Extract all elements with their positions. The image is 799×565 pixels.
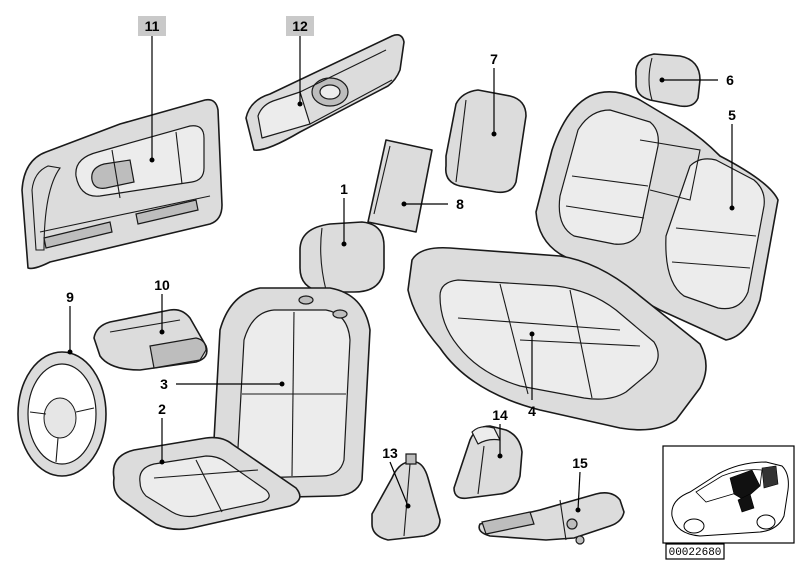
rear-seat-backrest[interactable] xyxy=(535,91,779,341)
steering-wheel[interactable] xyxy=(17,351,107,477)
rear-seat-cushion[interactable] xyxy=(407,246,707,431)
callout-10[interactable]: 10 xyxy=(154,277,170,293)
callout-7[interactable]: 7 xyxy=(490,51,498,67)
car-outline-icon xyxy=(671,461,789,537)
flat-panel[interactable] xyxy=(367,139,433,233)
vehicle-locator-inset: 00022680 xyxy=(662,445,795,560)
callout-2[interactable]: 2 xyxy=(158,401,166,417)
callout-8[interactable]: 8 xyxy=(456,196,464,212)
callout-6[interactable]: 6 xyxy=(726,72,734,88)
front-seat-backrest[interactable] xyxy=(213,287,371,499)
callouts: 11 12 1 3 2 4 5 6 7 8 9 10 13 14 15 xyxy=(66,16,736,471)
reference-number: 00022680 xyxy=(669,547,722,559)
callout-11[interactable]: 11 xyxy=(145,18,160,34)
callout-1[interactable]: 1 xyxy=(340,181,348,197)
rear-center-headrest[interactable] xyxy=(444,89,527,194)
armrest[interactable] xyxy=(93,308,208,371)
handbrake-boot[interactable] xyxy=(453,425,523,500)
callout-5[interactable]: 5 xyxy=(728,107,736,123)
reference-number-box xyxy=(665,543,725,560)
callout-15[interactable]: 15 xyxy=(572,455,588,471)
callout-3[interactable]: 3 xyxy=(160,376,168,392)
leader-lines xyxy=(67,36,735,513)
callout-9[interactable]: 9 xyxy=(66,289,74,305)
callout-4[interactable]: 4 xyxy=(528,403,536,419)
front-headrest[interactable] xyxy=(299,221,385,293)
door-trim-panel[interactable] xyxy=(21,98,223,270)
callout-12-highlight xyxy=(286,16,314,36)
gear-shift-boot[interactable] xyxy=(371,453,441,541)
handbrake-lever[interactable] xyxy=(478,492,625,545)
callout-12[interactable]: 12 xyxy=(292,18,308,34)
callout-13[interactable]: 13 xyxy=(382,445,398,461)
callout-11-highlight xyxy=(138,16,166,36)
callout-14[interactable]: 14 xyxy=(492,407,508,423)
rear-side-trim-panel[interactable] xyxy=(245,34,405,151)
